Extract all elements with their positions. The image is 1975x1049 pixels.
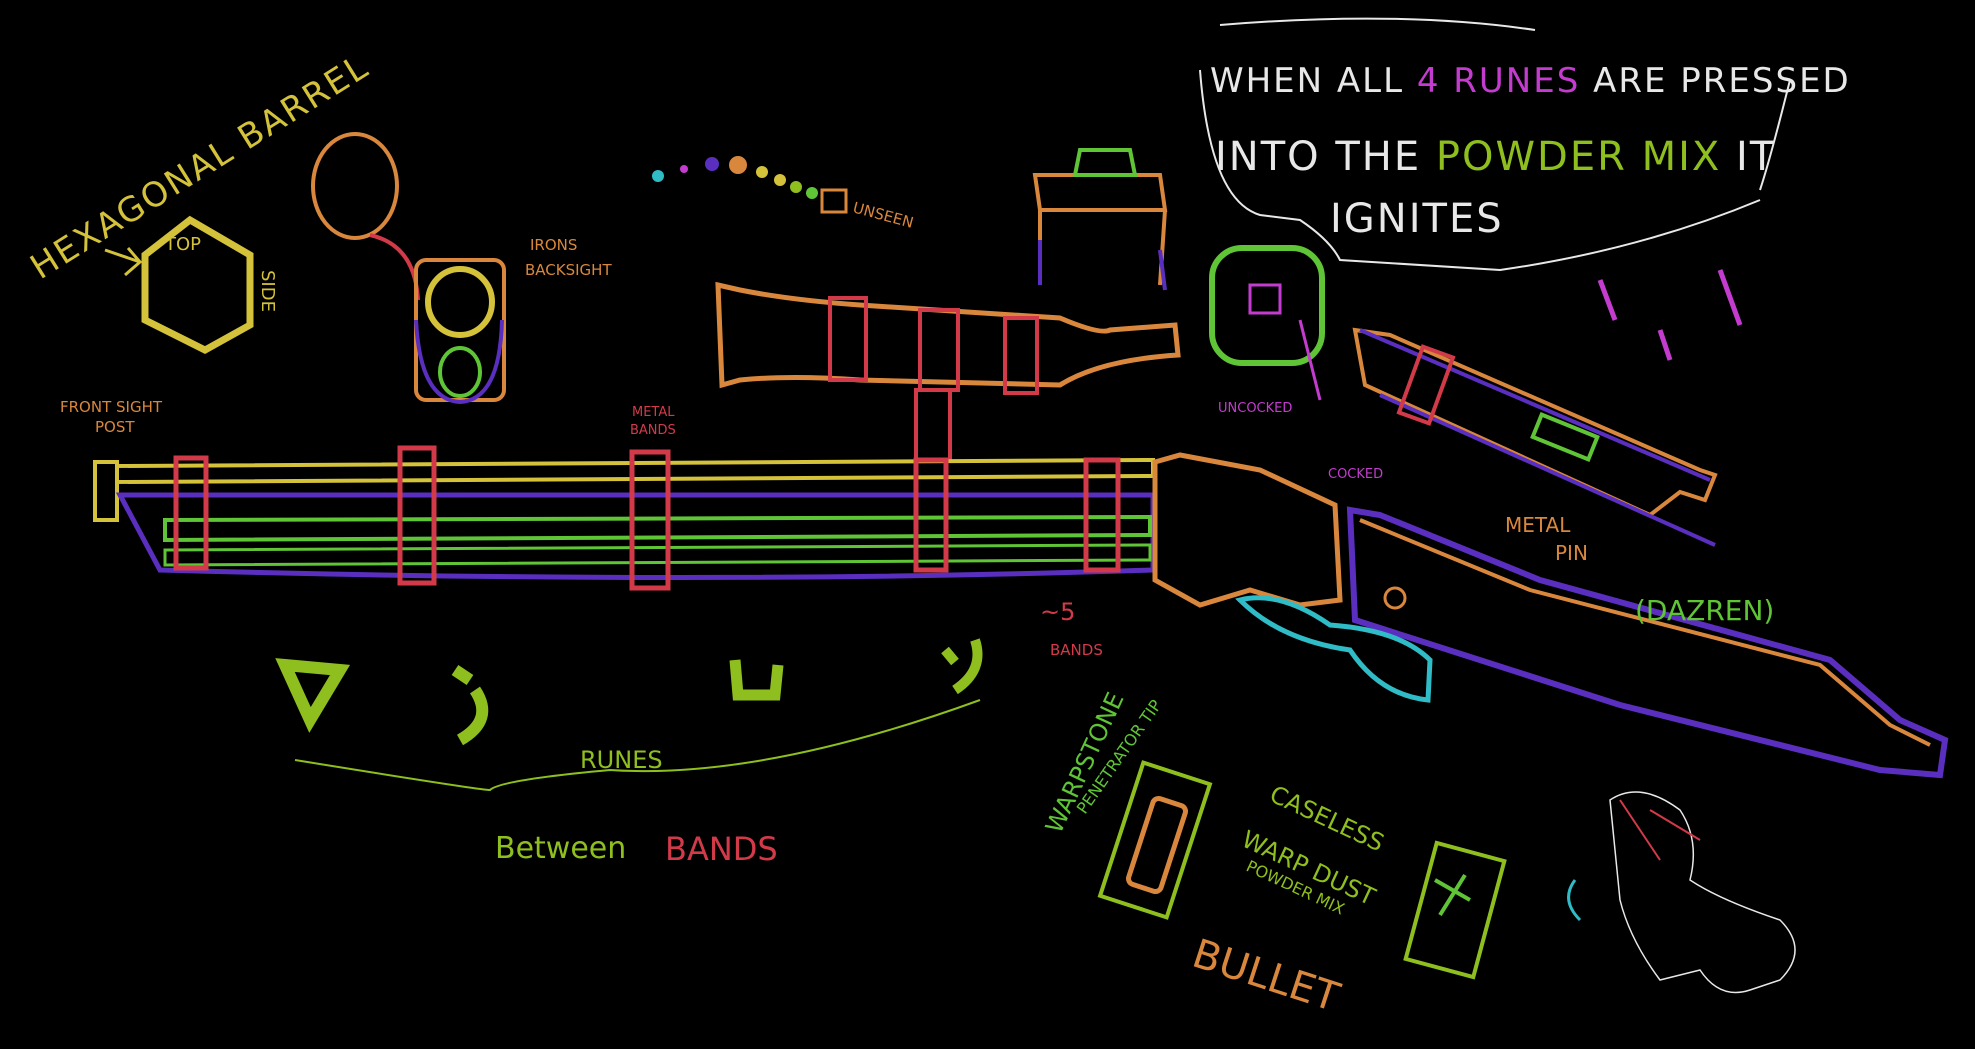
metal-label: METAL (632, 405, 675, 420)
metal-pin-label: METAL (1505, 513, 1571, 537)
bubble-text-3: IGNITES (1330, 196, 1504, 242)
bubble-text-1c: ARE PRESSED (1593, 61, 1851, 101)
bubble-text-2b: POWDER MIX (1436, 134, 1721, 180)
post-label: POST (95, 418, 135, 436)
svg-text:INTO THE POWDER MIX: INTO THE POWDER MIX IT (1215, 134, 1776, 180)
barrel: FRONT SIGHT POST METAL BANDS (60, 398, 1156, 591)
bubble-text-1b: 4 RUNES (1417, 61, 1580, 101)
scope (715, 281, 1181, 462)
mechanism: UNCOCKED COCKED (1032, 148, 1743, 547)
bullet-label: BULLET (1187, 931, 1345, 1022)
cocked-label: COCKED (1328, 467, 1383, 482)
hexagon-shape (141, 215, 254, 354)
irons-label: IRONS (530, 236, 577, 254)
character-sketch (1567, 791, 1796, 994)
unseen-label: UNSEEN (851, 198, 915, 231)
five-bands-label: BANDS (1050, 641, 1103, 659)
bubble-text-2c: IT (1736, 134, 1776, 180)
top-arrow-icon (104, 247, 143, 277)
top-label: TOP (164, 234, 201, 255)
bullet-diagram: WARPSTONE PENETRATOR TIP CASELESS WARP D… (1040, 688, 1507, 1022)
color-dots: UNSEEN (652, 156, 915, 232)
svg-text:WHEN ALL 4 RUNES: WHEN ALL 4 RUNES ARE PRESSED (1210, 61, 1851, 101)
front-sight-label: FRONT SIGHT (60, 398, 163, 416)
bubble-text-2a: INTO THE (1215, 134, 1436, 180)
bands-label: BANDS (630, 423, 676, 438)
bubble-text-1a: WHEN ALL (1210, 61, 1417, 101)
runes-label: RUNES (580, 746, 663, 774)
between-label: Between (495, 831, 626, 866)
backsight-label: BACKSIGHT (525, 261, 612, 279)
receiver-stock: METAL PIN (DAZREN) (1152, 452, 1949, 779)
side-label: SIDE (257, 270, 278, 312)
iron-sight-diagram: IRONS BACKSIGHT (311, 132, 612, 405)
pin-label: PIN (1555, 541, 1588, 565)
runes: RUNES Between BANDS ~5 BANDS (275, 598, 1103, 868)
hexagon-diagram: HEXAGONAL BARREL TOP SIDE (24, 47, 376, 354)
between-bands-label: BANDS (665, 830, 778, 868)
dazren-label: (DAZREN) (1635, 594, 1774, 627)
speech-bubble: WHEN ALL 4 RUNES ARE PRESSED INTO THE PO… (1199, 17, 1851, 272)
approx-5-label: ~5 (1040, 598, 1075, 626)
uncocked-label: UNCOCKED (1218, 401, 1292, 416)
